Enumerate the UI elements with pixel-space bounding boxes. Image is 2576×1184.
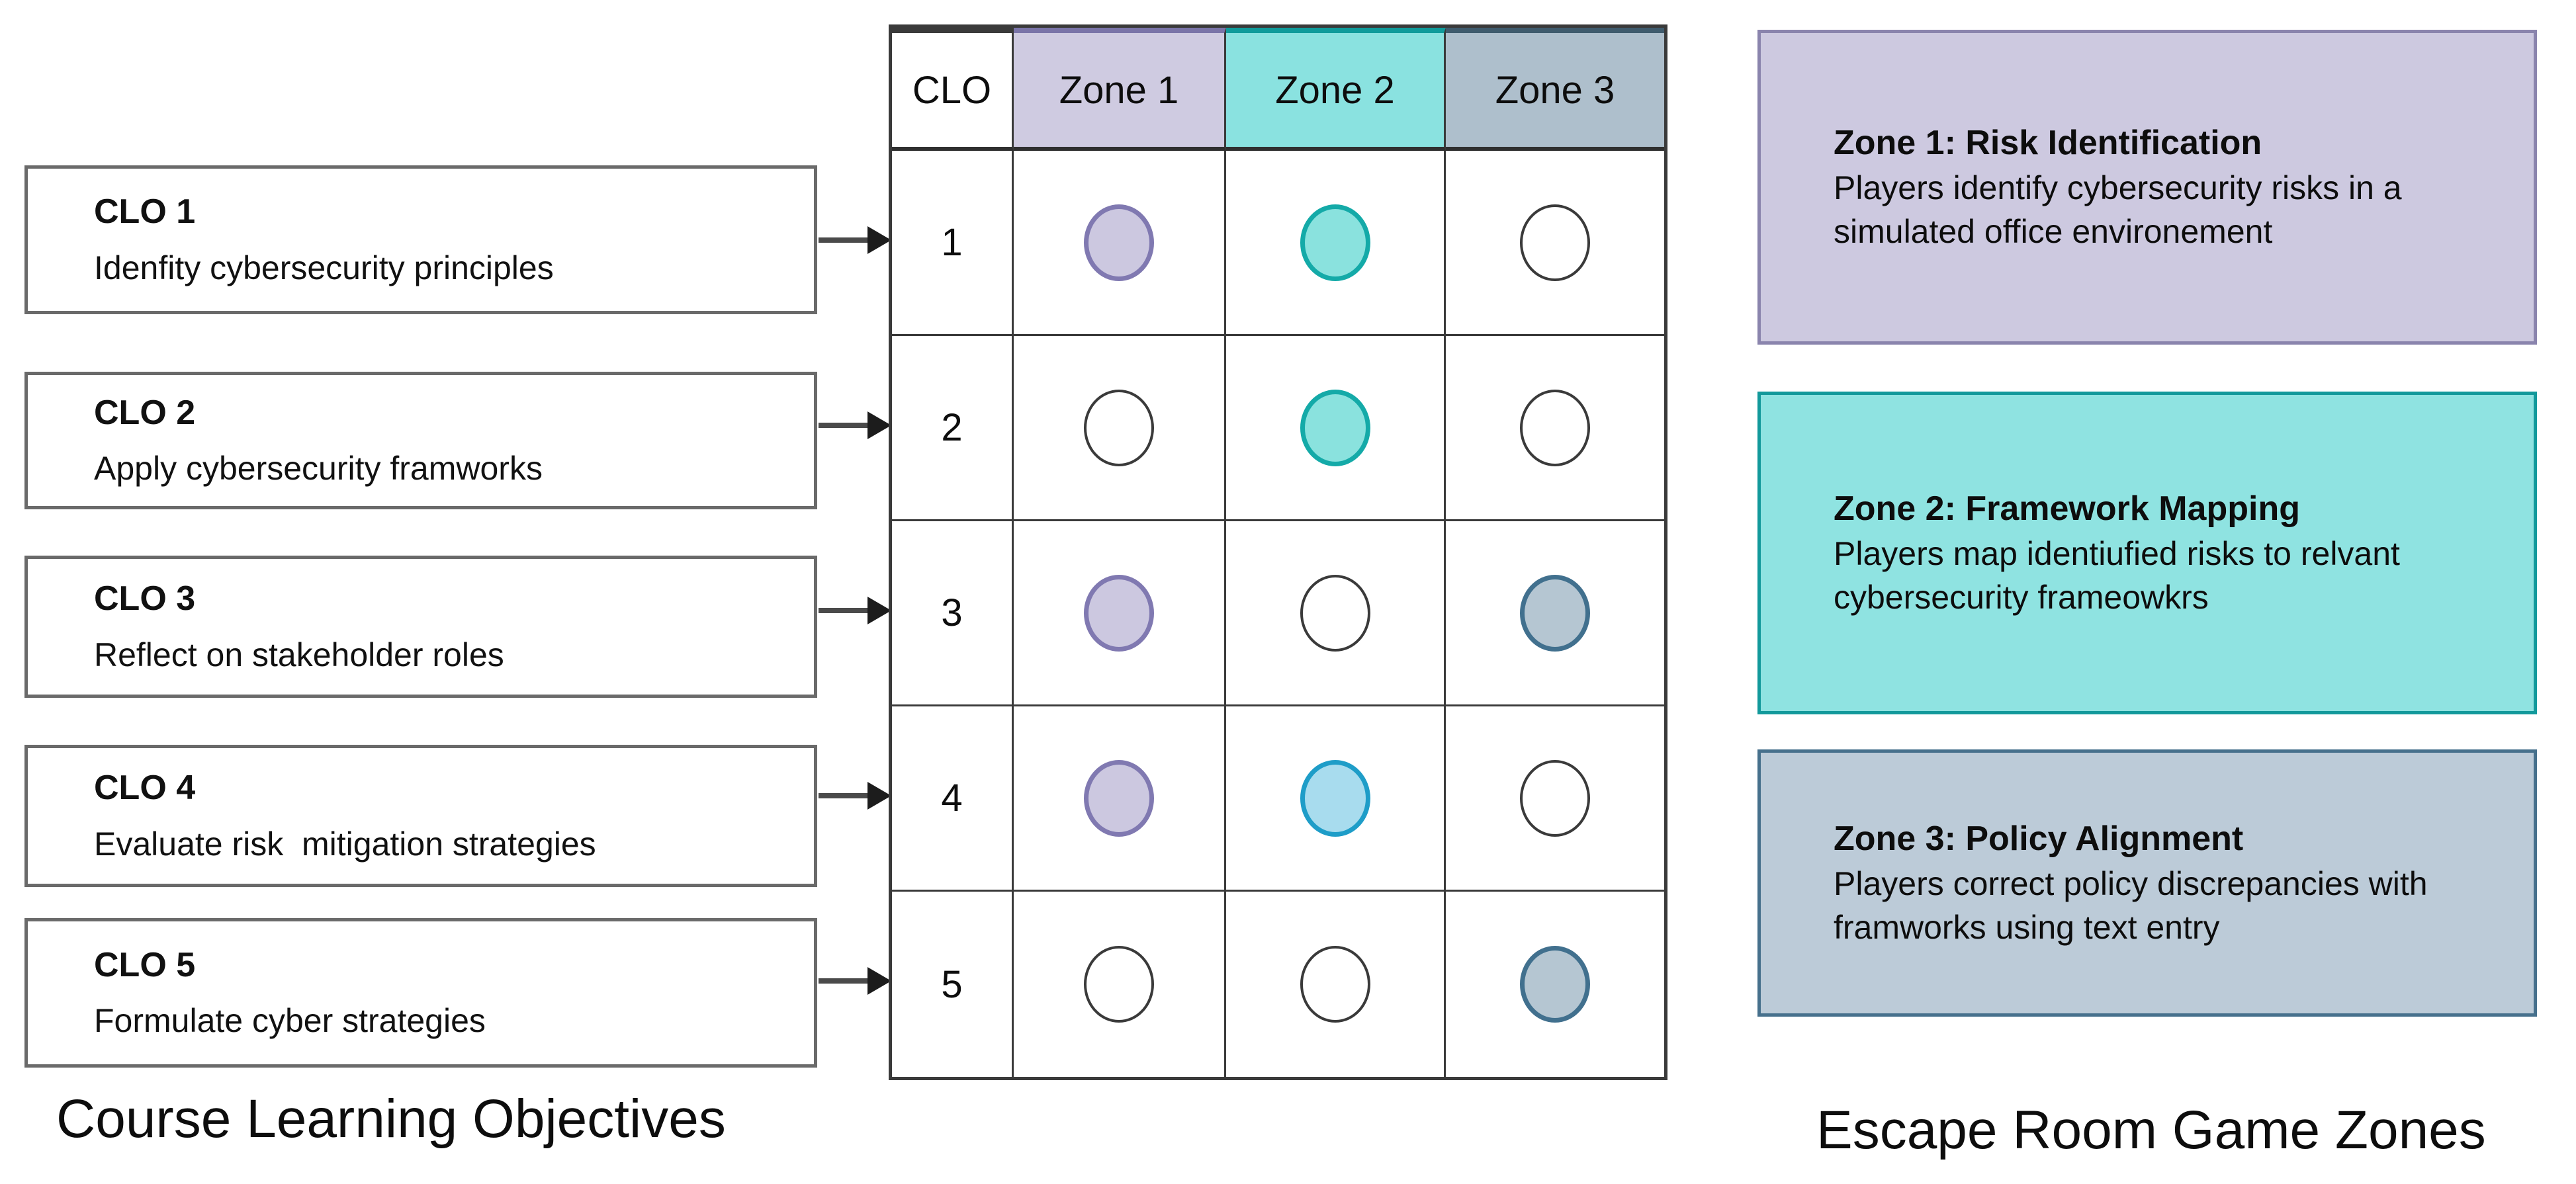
zone-description: Players correct policy discrepancies wit… <box>1834 865 2437 946</box>
clo-description: Evaluate risk mitigation strategies <box>94 825 596 863</box>
marker-slate <box>1520 946 1590 1023</box>
matrix-row-2: 2 <box>892 336 1664 521</box>
clo-title: CLO 3 <box>94 579 196 618</box>
marker-empty <box>1084 389 1154 466</box>
matrix-cell-zone1-clo4 <box>1014 706 1226 892</box>
clo-number: 1 <box>892 151 1014 336</box>
matrix-row-4: 4 <box>892 706 1664 892</box>
clo-description: Idenfity cybersecurity principles <box>94 249 554 286</box>
matrix-cell-zone2-clo3 <box>1226 521 1446 706</box>
matrix-cell-zone2-clo5 <box>1226 892 1446 1077</box>
zones-section-label: Escape Room Game Zones <box>1816 1100 2486 1160</box>
clo-number: 5 <box>892 892 1014 1077</box>
clo-number: 2 <box>892 336 1014 521</box>
marker-teal <box>1300 204 1370 281</box>
matrix-cell-zone1-clo5 <box>1014 892 1226 1077</box>
zone-box-3: Zone 3: Policy Alignment Players correct… <box>1757 749 2537 1017</box>
clo-description: Formulate cyber strategies <box>94 1002 486 1040</box>
matrix-header-zone1: Zone 1 <box>1014 28 1226 151</box>
zone-description: Players map identiufied risks to relvant… <box>1834 534 2409 616</box>
marker-sky <box>1300 759 1370 837</box>
marker-lavender <box>1084 759 1154 837</box>
matrix-cell-zone1-clo1 <box>1014 151 1226 336</box>
clo-box-3: CLO 3 Reflect on stakeholder roles <box>24 556 817 698</box>
arrow-head-icon <box>867 967 891 995</box>
matrix-cell-zone3-clo3 <box>1446 521 1664 706</box>
matrix-cell-zone3-clo2 <box>1446 336 1664 521</box>
zone-description: Players identify cybersecurity risks in … <box>1834 169 2411 250</box>
arrow-head-icon <box>867 226 891 254</box>
zone-title: Zone 3: Policy Alignment <box>1834 820 2244 859</box>
marker-lavender <box>1084 204 1154 281</box>
marker-empty <box>1300 946 1370 1023</box>
clo-section-label: Course Learning Objectives <box>56 1089 726 1149</box>
zone-box-1: Zone 1: Risk Identification Players iden… <box>1757 30 2537 345</box>
marker-slate <box>1520 574 1590 652</box>
matrix-row-3: 3 <box>892 521 1664 706</box>
matrix-row-5: 5 <box>892 892 1664 1077</box>
clo-title: CLO 4 <box>94 769 196 808</box>
arrow-shaft <box>819 978 870 984</box>
arrow-head-icon <box>867 597 891 624</box>
arrow-head-icon <box>867 782 891 810</box>
matrix-cell-zone1-clo3 <box>1014 521 1226 706</box>
clo-box-5: CLO 5 Formulate cyber strategies <box>24 918 817 1068</box>
clo-box-4: CLO 4 Evaluate risk mitigation strategie… <box>24 745 817 887</box>
matrix-header-clo: CLO <box>892 28 1014 151</box>
zone-title: Zone 2: Framework Mapping <box>1834 489 2300 529</box>
clo-box-1: CLO 1 Idenfity cybersecurity principles <box>24 165 817 314</box>
marker-teal <box>1300 389 1370 466</box>
matrix-cell-zone1-clo2 <box>1014 336 1226 521</box>
matrix-cell-zone3-clo5 <box>1446 892 1664 1077</box>
clo-description: Apply cybersecurity framworks <box>94 450 543 487</box>
clo-number: 3 <box>892 521 1014 706</box>
clo-title: CLO 5 <box>94 945 196 984</box>
matrix-header-zone2: Zone 2 <box>1226 28 1446 151</box>
marker-lavender <box>1084 574 1154 652</box>
matrix-row-1: 1 <box>892 151 1664 336</box>
marker-empty <box>1300 574 1370 652</box>
marker-empty <box>1520 389 1590 466</box>
matrix-cell-zone3-clo4 <box>1446 706 1664 892</box>
arrow-shaft <box>819 237 870 243</box>
matrix-cell-zone2-clo4 <box>1226 706 1446 892</box>
clo-box-2: CLO 2 Apply cybersecurity framworks <box>24 372 817 509</box>
arrow-shaft <box>819 793 870 798</box>
clo-description: Reflect on stakeholder roles <box>94 636 504 673</box>
clo-title: CLO 2 <box>94 393 196 432</box>
clo-number: 4 <box>892 706 1014 892</box>
clo-title: CLO 1 <box>94 192 196 232</box>
matrix-cell-zone2-clo2 <box>1226 336 1446 521</box>
arrow-head-icon <box>867 411 891 439</box>
matrix-header-row: CLO Zone 1 Zone 2 Zone 3 <box>892 28 1664 151</box>
arrow-shaft <box>819 423 870 428</box>
zone-box-2: Zone 2: Framework Mapping Players map id… <box>1757 392 2537 714</box>
marker-empty <box>1520 759 1590 837</box>
marker-empty <box>1520 204 1590 281</box>
zone-title: Zone 1: Risk Identification <box>1834 124 2262 163</box>
matrix-cell-zone2-clo1 <box>1226 151 1446 336</box>
matrix-cell-zone3-clo1 <box>1446 151 1664 336</box>
matrix-header-zone3: Zone 3 <box>1446 28 1664 151</box>
marker-empty <box>1084 946 1154 1023</box>
arrow-shaft <box>819 608 870 613</box>
